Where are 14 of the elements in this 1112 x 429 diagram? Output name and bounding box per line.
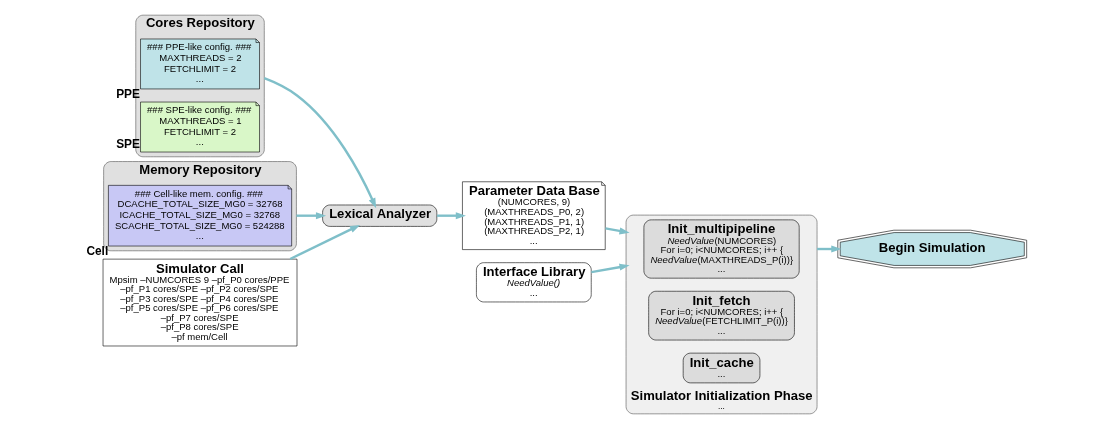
arrow xyxy=(436,212,466,220)
node-box: Init_cache ... xyxy=(682,352,760,384)
node-box: Lexical Analyzer xyxy=(321,204,437,227)
node-label: SPE xyxy=(115,136,140,151)
arrow xyxy=(295,212,326,220)
node-box: Simulator Call Mpsim –NUMCORES 9 –pf_P0 cores/PPE –pf_P1 cores/SPE –pf_P2 cores/SPE –pf_P3 cores/SPE –pf_P4 cores/SPE –pf_P5 cores/SPE –pf_P6 cores/SPE –pf_P7 cores/SPE –pf_P8 cores/SPE –pf mem/Cell xyxy=(102,258,297,347)
arrow xyxy=(289,224,360,261)
arrow xyxy=(590,263,630,274)
node-box: Init_fetch For i=0; i<NUMCORES; i++ { NeedValue(FETCHLIMIT_P(i))} ... xyxy=(647,290,795,341)
arrow xyxy=(263,77,376,209)
node-label: PPE xyxy=(115,86,140,101)
node-box: Interface Library NeedValue() ... xyxy=(475,262,592,303)
arrow xyxy=(604,227,630,235)
node-box: Init_multipipeline NeedValue(NUMCORES) For i=0; i<NUMCORES; i++ { NeedValue(MAXTHREADS_P(i))} ... xyxy=(643,219,799,279)
